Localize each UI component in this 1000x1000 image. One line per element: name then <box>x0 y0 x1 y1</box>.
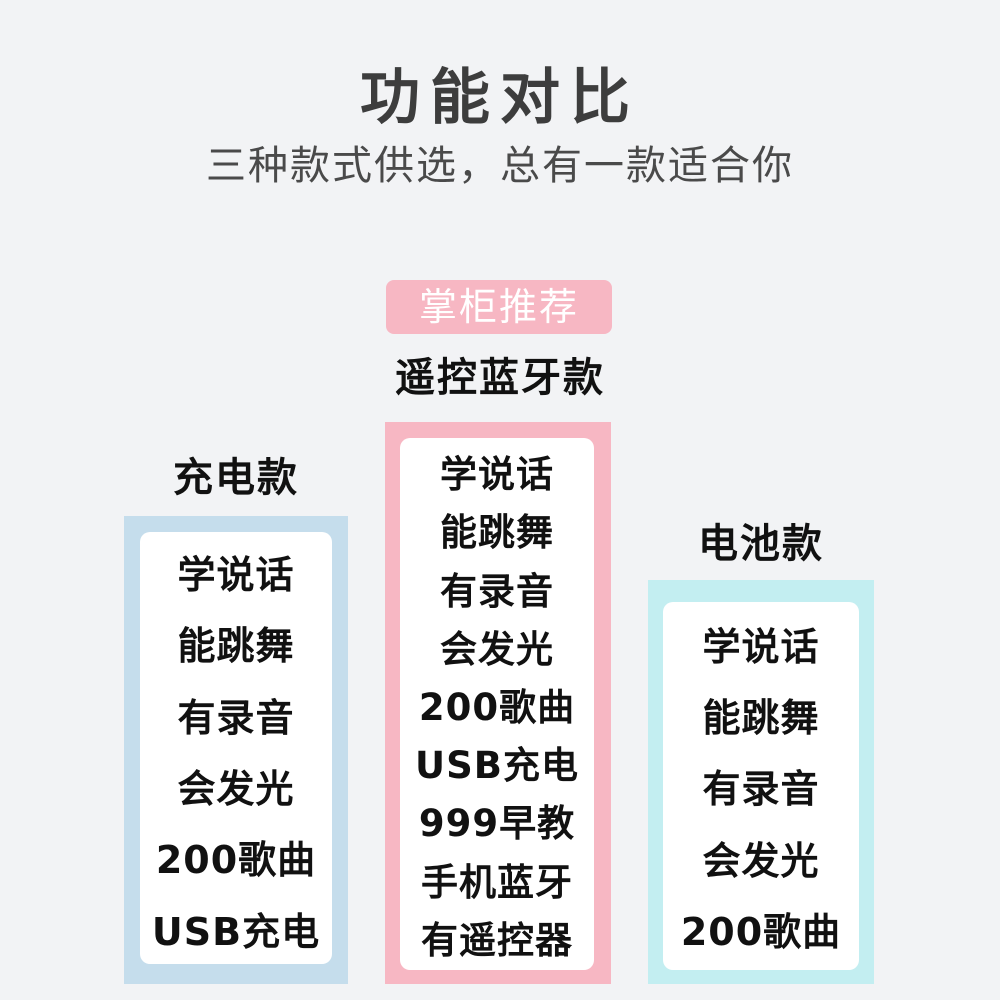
feature-item: 999早教 <box>418 802 576 846</box>
feature-item: 有录音 <box>177 695 295 740</box>
feature-item: 手机蓝牙 <box>421 860 573 904</box>
feature-item: 能跳舞 <box>702 696 820 741</box>
feature-item: USB充电 <box>151 909 321 954</box>
feature-item: 学说话 <box>440 453 554 497</box>
feature-item: 200歌曲 <box>418 685 576 729</box>
feature-item: 有录音 <box>702 767 820 812</box>
feature-item: USB充电 <box>415 744 579 788</box>
page-subtitle: 三种款式供选，总有一款适合你 <box>206 143 794 189</box>
feature-item: 会发光 <box>702 838 820 883</box>
feature-item: 会发光 <box>177 767 295 812</box>
feature-item: 有遥控器 <box>421 918 573 962</box>
column-name-battery: 电池款 <box>698 521 824 567</box>
column-name-charging: 充电款 <box>173 455 299 501</box>
recommended-badge: 掌柜推荐 <box>386 280 612 334</box>
feature-item: 能跳舞 <box>177 624 295 669</box>
page-title: 功能对比 <box>360 63 640 133</box>
feature-item: 学说话 <box>177 553 295 598</box>
feature-item: 有录音 <box>440 569 554 613</box>
feature-card-remote-bluetooth: 学说话能跳舞有录音会发光 200歌曲 USB充电 999早教手机蓝牙有遥控器 <box>400 438 594 970</box>
feature-item: 会发光 <box>440 627 554 671</box>
feature-item: 200歌曲 <box>680 909 842 954</box>
feature-card-charging: 学说话能跳舞有录音会发光 200歌曲 USB充电 <box>140 532 332 964</box>
feature-card-battery: 学说话能跳舞有录音会发光 200歌曲 <box>663 602 859 970</box>
feature-item: 学说话 <box>702 625 820 670</box>
column-name-remote-bluetooth: 遥控蓝牙款 <box>395 355 605 401</box>
feature-item: 能跳舞 <box>440 511 554 555</box>
feature-item: 200歌曲 <box>155 838 317 883</box>
